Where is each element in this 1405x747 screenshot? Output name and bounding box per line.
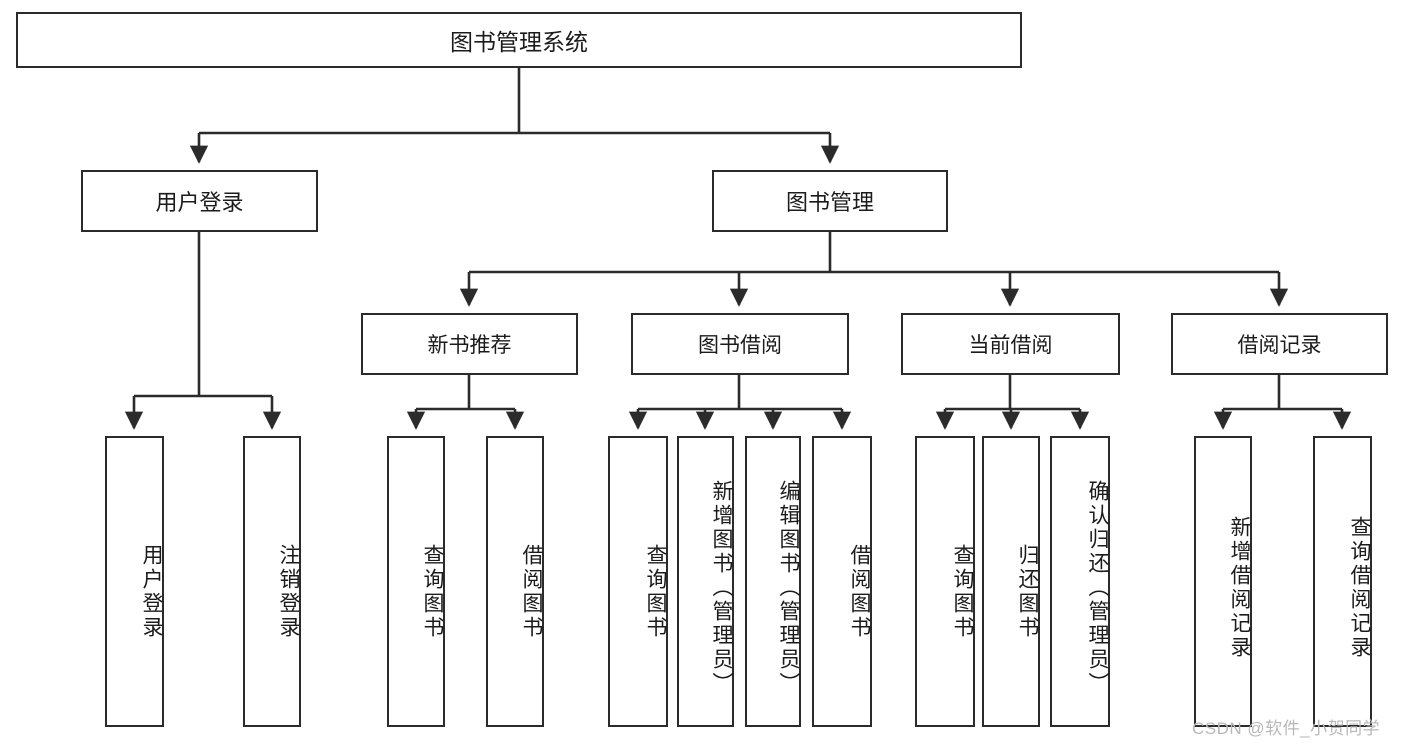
node-edit-book-admin[interactable]: 编辑图书（管理员） — [745, 436, 801, 727]
node-label: 注销登录 — [277, 543, 300, 640]
node-label: 用户登录 — [155, 190, 244, 215]
node-borrow-book-borrow[interactable]: 借阅图书 — [812, 436, 872, 727]
node-label: 借阅记录 — [1237, 334, 1322, 357]
node-label: 新书推荐 — [427, 334, 512, 357]
node-label: 用户登录 — [140, 543, 163, 640]
node-label: 图书管理 — [785, 190, 874, 215]
node-label: 借阅图书 — [848, 543, 871, 640]
node-book-management[interactable]: 图书管理 — [712, 170, 948, 232]
node-query-borrow-record[interactable]: 查询借阅记录 — [1313, 436, 1372, 727]
node-user-logout-leaf[interactable]: 注销登录 — [243, 436, 301, 727]
node-label: 查询图书 — [644, 543, 667, 640]
node-root-system[interactable]: 图书管理系统 — [16, 12, 1022, 68]
node-confirm-return-admin[interactable]: 确认归还（管理员） — [1050, 436, 1110, 727]
node-return-book-current[interactable]: 归还图书 — [982, 436, 1040, 727]
node-label: 图书借阅 — [698, 334, 782, 357]
node-query-book-current[interactable]: 查询图书 — [915, 436, 975, 727]
node-user-login-leaf[interactable]: 用户登录 — [105, 436, 164, 727]
node-borrow-record[interactable]: 借阅记录 — [1171, 313, 1388, 375]
node-label: 编辑图书（管理员） — [777, 479, 800, 696]
node-label: 查询图书 — [951, 543, 974, 640]
node-user-login[interactable]: 用户登录 — [81, 170, 318, 232]
node-query-book-recommend[interactable]: 查询图书 — [387, 436, 445, 727]
node-label: 新增图书（管理员） — [710, 479, 733, 696]
node-label: 图书管理系统 — [450, 29, 588, 55]
csdn-watermark: CSDN @软件_小贺同学 — [1192, 719, 1381, 738]
node-borrow-book-recommend[interactable]: 借阅图书 — [486, 436, 544, 727]
node-query-book-borrow[interactable]: 查询图书 — [608, 436, 668, 727]
node-label: 当前借阅 — [968, 334, 1053, 357]
node-current-borrow[interactable]: 当前借阅 — [901, 313, 1120, 375]
node-book-borrow[interactable]: 图书借阅 — [631, 313, 849, 375]
node-label: 新增借阅记录 — [1228, 515, 1251, 660]
node-label: 借阅图书 — [520, 543, 543, 640]
node-new-book-recommend[interactable]: 新书推荐 — [361, 313, 578, 375]
node-add-book-admin[interactable]: 新增图书（管理员） — [677, 436, 734, 727]
node-add-borrow-record[interactable]: 新增借阅记录 — [1194, 436, 1252, 727]
node-label: 归还图书 — [1016, 543, 1039, 640]
node-label: 查询图书 — [421, 543, 444, 640]
node-label: 确认归还（管理员） — [1086, 479, 1109, 696]
node-label: 查询借阅记录 — [1348, 515, 1371, 660]
